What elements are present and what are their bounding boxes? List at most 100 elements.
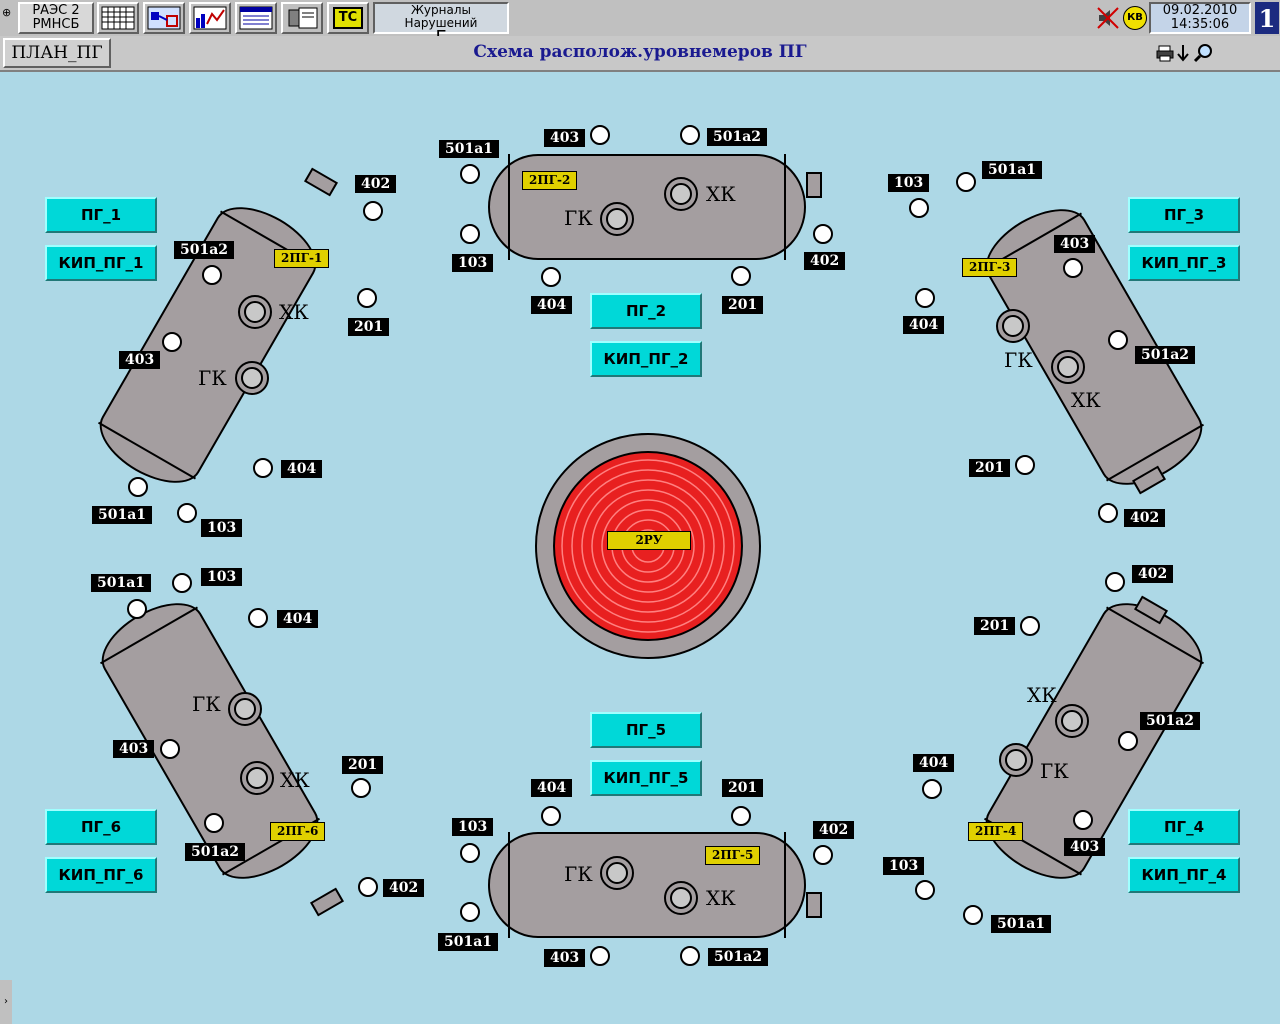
sg2-sensor-501a1[interactable]: [460, 164, 480, 184]
sg5-nozzle: [806, 892, 822, 918]
kip-pg6-button[interactable]: КИП_ПГ_6: [45, 857, 157, 893]
sg3-tag-201: 201: [969, 459, 1011, 477]
sg5-hot-port-icon: [600, 856, 634, 890]
sg6-sensor-402[interactable]: [358, 877, 378, 897]
print-icon[interactable]: [1156, 44, 1174, 62]
table-button[interactable]: [235, 2, 277, 34]
steam-generator-2[interactable]: [488, 154, 806, 260]
sg4-cold-port-icon: [1055, 704, 1089, 738]
reactor-label: 2РУ: [607, 531, 691, 550]
sg5-tag-103: 103: [452, 818, 494, 836]
sg6-sensor-201[interactable]: [351, 778, 371, 798]
sg4-sensor-403[interactable]: [1073, 810, 1093, 830]
sg4-sensor-501a2[interactable]: [1118, 731, 1138, 751]
plan-pg-button[interactable]: ПЛАН_ПГ: [3, 38, 111, 68]
pg2-button[interactable]: ПГ_2: [590, 293, 702, 329]
kip-pg3-button[interactable]: КИП_ПГ_3: [1128, 245, 1240, 281]
sg5-tag-501a2: 501а2: [708, 948, 769, 966]
sg1-tag-501a2: 501а2: [174, 241, 235, 259]
sg2-sensor-403[interactable]: [590, 125, 610, 145]
sg6-cold-label: ХК: [280, 768, 310, 792]
pg3-button[interactable]: ПГ_3: [1128, 197, 1240, 233]
sg4-tag-103: 103: [883, 857, 925, 875]
kip-pg4-button[interactable]: КИП_ПГ_4: [1128, 857, 1240, 893]
zoom-icon[interactable]: [1193, 43, 1213, 63]
sg4-sensor-501a1[interactable]: [963, 905, 983, 925]
trend-button[interactable]: [189, 2, 231, 34]
sg6-sensor-404[interactable]: [248, 608, 268, 628]
sg1-sensor-404[interactable]: [253, 458, 273, 478]
sg6-tag-404: 404: [277, 610, 319, 628]
station-selector[interactable]: РАЭС 2 РМНСБ: [18, 2, 94, 34]
sg5-sensor-402[interactable]: [813, 845, 833, 865]
sg3-hot-label: ГК: [1004, 348, 1033, 372]
sg5-sensor-103[interactable]: [460, 843, 480, 863]
sg3-sensor-501a2[interactable]: [1108, 330, 1128, 350]
grid-button[interactable]: [97, 2, 139, 34]
sg3-sensor-201[interactable]: [1015, 455, 1035, 475]
sg1-sensor-403[interactable]: [162, 332, 182, 352]
sg3-tag-403: 403: [1054, 235, 1096, 253]
sg1-sensor-501a2[interactable]: [202, 265, 222, 285]
sg2-sensor-402[interactable]: [813, 224, 833, 244]
sg2-cold-label: ХК: [706, 182, 736, 206]
sg4-sensor-103[interactable]: [915, 880, 935, 900]
sg1-sensor-201[interactable]: [357, 288, 377, 308]
sg4-tag-501a1: 501а1: [991, 915, 1052, 933]
sg2-sensor-201[interactable]: [731, 266, 751, 286]
computer-button[interactable]: [281, 2, 323, 34]
sg3-sensor-403[interactable]: [1063, 258, 1083, 278]
sg6-sensor-501a1[interactable]: [127, 599, 147, 619]
sg3-sensor-404[interactable]: [915, 288, 935, 308]
arrow-down-icon[interactable]: [1176, 44, 1190, 62]
sg5-sensor-403[interactable]: [590, 946, 610, 966]
sg3-sensor-402[interactable]: [1098, 503, 1118, 523]
sg4-sensor-201[interactable]: [1020, 616, 1040, 636]
computer-icon: [288, 7, 318, 29]
sg5-sensor-404[interactable]: [541, 806, 561, 826]
sg1-hot-port-icon: [235, 361, 269, 395]
sg4-sensor-402[interactable]: [1105, 572, 1125, 592]
kip-pg5-button[interactable]: КИП_ПГ_5: [590, 760, 702, 796]
sg5-sensor-201[interactable]: [731, 806, 751, 826]
sg1-tag-103: 103: [201, 519, 243, 537]
kip-pg2-button[interactable]: КИП_ПГ_2: [590, 341, 702, 377]
sg5-sensor-501a1[interactable]: [460, 902, 480, 922]
sg1-sensor-103[interactable]: [177, 503, 197, 523]
sg6-sensor-501a2[interactable]: [204, 813, 224, 833]
sg2-tag-404: 404: [531, 296, 573, 314]
sg3-sensor-103[interactable]: [909, 198, 929, 218]
sg2-sensor-103[interactable]: [460, 224, 480, 244]
violations-journal-button[interactable]: Журналы Нарушений Г: [373, 2, 509, 47]
sg2-sensor-404[interactable]: [541, 267, 561, 287]
sg1-cold-label: ХК: [279, 300, 309, 324]
kip-pg1-button[interactable]: КИП_ПГ_1: [45, 245, 157, 281]
collapse-arrow-icon[interactable]: ⊕: [2, 6, 12, 19]
sg3-sensor-501a1[interactable]: [956, 172, 976, 192]
sg4-sensor-404[interactable]: [922, 779, 942, 799]
sound-muted-icon[interactable]: [1096, 6, 1120, 30]
steam-generator-1[interactable]: [87, 191, 329, 499]
sg6-sensor-403[interactable]: [160, 739, 180, 759]
pg4-button[interactable]: ПГ_4: [1128, 809, 1240, 845]
pg5-button[interactable]: ПГ_5: [590, 712, 702, 748]
sg2-label: 2ПГ-2: [522, 171, 578, 190]
pg6-button[interactable]: ПГ_6: [45, 809, 157, 845]
sg2-cold-port-icon: [664, 177, 698, 211]
sg2-tag-201: 201: [722, 296, 764, 314]
sg1-sensor-402[interactable]: [363, 201, 383, 221]
schema-button[interactable]: [143, 2, 185, 34]
sg1-sensor-501a1[interactable]: [128, 477, 148, 497]
side-expand-handle[interactable]: ›: [0, 980, 12, 1024]
sg6-sensor-103[interactable]: [172, 573, 192, 593]
sg5-sensor-501a2[interactable]: [680, 946, 700, 966]
sg3-tag-501a1: 501а1: [982, 161, 1043, 179]
sg1-label: 2ПГ-1: [274, 249, 330, 268]
pg1-button[interactable]: ПГ_1: [45, 197, 157, 233]
sg2-sensor-501a2[interactable]: [680, 125, 700, 145]
sg1-cold-port-icon: [238, 295, 272, 329]
station-name: РАЭС 2: [32, 3, 80, 18]
kv-badge[interactable]: КВ: [1123, 6, 1147, 30]
tc-button[interactable]: ТС: [327, 2, 369, 34]
station-system: РМНСБ: [32, 17, 80, 32]
